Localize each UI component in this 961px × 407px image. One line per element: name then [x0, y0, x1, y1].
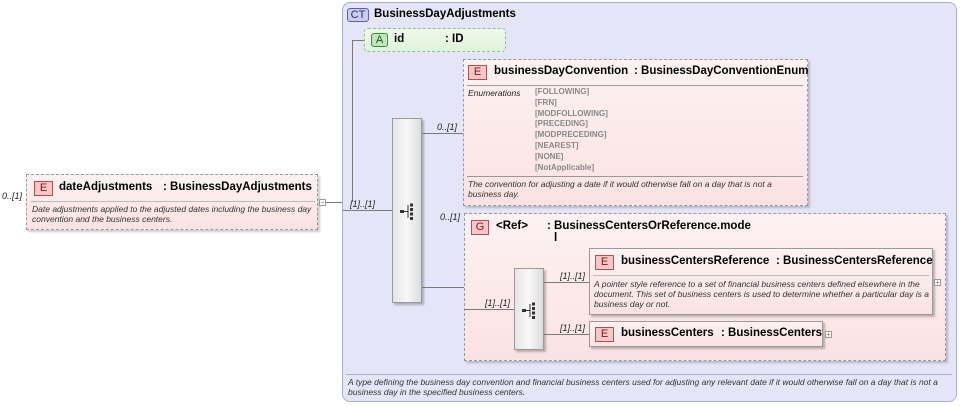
attribute-badge: A [371, 33, 388, 47]
group-badge: G [471, 220, 489, 235]
divider [467, 85, 803, 86]
connector-line [465, 309, 515, 310]
centers-reference-element-name: businessCentersReference [621, 255, 770, 267]
centers-element-name: businessCenters [621, 327, 714, 339]
expand-icon[interactable]: + [825, 330, 832, 339]
inner-sequence-compositor[interactable] [514, 268, 544, 350]
connector-line [544, 334, 590, 335]
complex-type-badge: CT [347, 8, 369, 22]
convention-element-description: The convention for adjusting a date if i… [468, 179, 772, 199]
enumerations-label: Enumerations [468, 88, 521, 98]
attribute-id-box[interactable]: A id : ID [364, 28, 506, 52]
enumeration-value: [FOLLOWING] [535, 87, 590, 96]
connector-line [343, 210, 393, 211]
enumeration-value: [FRN] [535, 97, 557, 107]
centers-element-box[interactable]: E businessCenters : BusinessCenters [589, 321, 823, 347]
connector-line [326, 202, 343, 203]
convention-element-type: : BusinessDayConventionEnum [634, 65, 809, 77]
centers-reference-element-description: A pointer style reference to a set of fi… [594, 279, 929, 309]
connector-line [422, 287, 465, 288]
convention-element-box[interactable]: E businessDayConvention : BusinessDayCon… [463, 59, 808, 206]
centers-reference-element-type: : BusinessCentersReference [776, 255, 933, 267]
expand-icon[interactable]: + [934, 278, 941, 287]
element-badge: E [595, 327, 614, 342]
root-element-box[interactable]: E dateAdjustments : BusinessDayAdjustmen… [26, 174, 318, 230]
enumeration-value: [NEAREST] [535, 140, 579, 150]
divider [346, 374, 952, 375]
outer-sequence-compositor[interactable] [392, 118, 422, 303]
connector-line [422, 133, 463, 134]
complex-type-description: A type defining the business day convent… [348, 377, 938, 397]
root-element-description: Date adjustments applied to the adjusted… [32, 204, 312, 224]
group-multiplicity: 0..[1] [440, 212, 461, 222]
element-badge: E [34, 181, 53, 196]
connector-line [352, 40, 353, 202]
centers-element-type: : BusinessCenters [721, 327, 822, 339]
connector-line [544, 282, 590, 283]
group-type-wrap: l [554, 232, 558, 244]
complex-type-name: BusinessDayAdjustments [374, 8, 516, 20]
connector-line [352, 40, 364, 41]
group-type: : BusinessCentersOrReference.mode [547, 220, 751, 232]
divider [31, 201, 315, 202]
sequence-icon [522, 302, 535, 319]
convention-multiplicity: 0..[1] [437, 122, 458, 132]
enumeration-value: [MODPRECEDING] [535, 130, 607, 140]
centers-multiplicity: [1]..[1] [560, 323, 586, 333]
enumeration-value: [NONE] [535, 151, 564, 161]
divider [467, 176, 803, 177]
group-ref: <Ref> [496, 220, 528, 232]
outer-sequence-multiplicity: [1]..[1] [350, 199, 376, 209]
divider [593, 275, 929, 276]
centers-reference-multiplicity: [1]..[1] [560, 271, 586, 281]
element-badge: E [468, 65, 487, 80]
enumeration-value: [MODFOLLOWING] [535, 108, 608, 118]
collapse-icon[interactable]: − [319, 198, 326, 207]
attribute-type: : ID [445, 33, 464, 45]
enumeration-value: [PRECEDING] [535, 119, 588, 129]
root-multiplicity: 0..[1] [2, 191, 23, 201]
root-element-name: dateAdjustments [59, 181, 153, 193]
root-element-type: : BusinessDayAdjustments [163, 181, 312, 193]
sequence-icon [400, 203, 413, 220]
inner-sequence-multiplicity: [1]..[1] [485, 298, 511, 308]
enumeration-value: [NotApplicable] [535, 162, 595, 172]
element-badge: E [595, 255, 614, 270]
enumeration-list: [FOLLOWING] [FRN] [MODFOLLOWING] [PRECED… [535, 87, 608, 173]
convention-element-name: businessDayConvention [494, 65, 629, 77]
attribute-name: id [394, 33, 405, 45]
centers-reference-element-box[interactable]: E businessCentersReference : BusinessCen… [589, 248, 933, 315]
